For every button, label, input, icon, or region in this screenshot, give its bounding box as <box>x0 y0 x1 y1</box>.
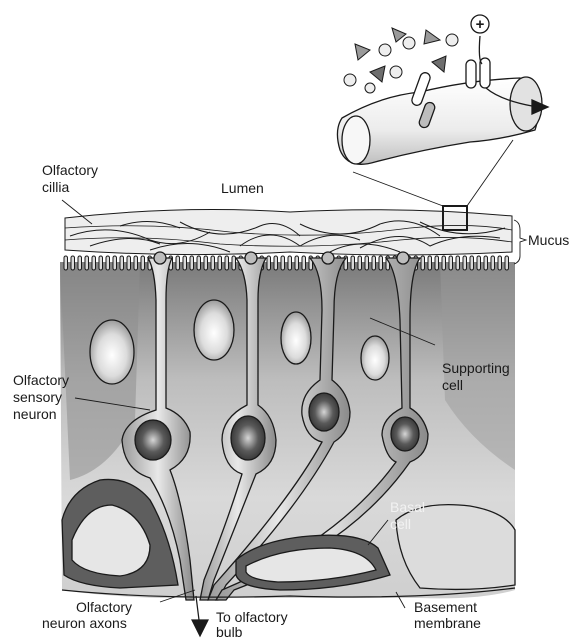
microvillus <box>477 256 481 270</box>
microvillus <box>225 256 229 270</box>
label-olfactory-cilia: Olfactory cillia <box>42 162 102 195</box>
label-to-olfactory-bulb: To olfactory bulb <box>216 609 291 640</box>
down-arrow-icon <box>192 620 208 636</box>
microvillus <box>449 256 453 270</box>
microvillus <box>267 256 271 270</box>
microvillus <box>484 256 488 270</box>
microvillus <box>120 256 124 270</box>
microvillus <box>288 256 292 270</box>
microvillus <box>456 256 460 270</box>
svg-text:+: + <box>476 16 485 33</box>
microvillus <box>204 256 208 270</box>
supporting-cell-nucleus <box>281 312 311 364</box>
cilium-closeup <box>337 36 548 164</box>
microvillus <box>218 256 222 270</box>
microvillus <box>295 256 299 270</box>
neuron-nucleus <box>231 416 265 460</box>
label-mucus: Mucus <box>528 232 569 248</box>
microvillus <box>281 256 285 270</box>
microvillus <box>232 256 236 270</box>
label-basement-membrane: Basement membrane <box>414 599 481 631</box>
microvillus <box>141 256 145 270</box>
microvillus <box>78 256 82 270</box>
microvillus <box>498 256 502 270</box>
microvillus <box>85 256 89 270</box>
supporting-cell-nucleus <box>361 336 389 380</box>
microvillus <box>365 256 369 270</box>
microvillus <box>92 256 96 270</box>
microvillus <box>463 256 467 270</box>
microvillus <box>176 256 180 270</box>
microvillus <box>372 256 376 270</box>
microvillus <box>442 256 446 270</box>
supporting-cell-nucleus <box>194 300 234 360</box>
microvillus <box>491 256 495 270</box>
axon-bundle <box>192 596 208 636</box>
microvillus <box>302 256 306 270</box>
microvillus <box>106 256 110 270</box>
microvillus <box>358 256 362 270</box>
microvillus <box>351 256 355 270</box>
cation-icon: + <box>471 15 489 33</box>
microvillus <box>134 256 138 270</box>
microvillus <box>71 256 75 270</box>
microvillus <box>190 256 194 270</box>
microvillus <box>197 256 201 270</box>
microvillus <box>435 256 439 270</box>
microvillus <box>421 256 425 270</box>
mucus-layer <box>65 210 512 255</box>
neuron-nucleus <box>309 393 339 431</box>
supporting-cell-nucleus <box>90 320 134 384</box>
neuron-nucleus <box>391 417 419 451</box>
ion-channel <box>466 60 476 88</box>
microvillus <box>127 256 131 270</box>
label-lumen: Lumen <box>221 180 264 196</box>
microvillus <box>211 256 215 270</box>
microvillus <box>113 256 117 270</box>
neuron-nucleus <box>135 420 171 460</box>
microvillus <box>505 256 509 270</box>
microvillus <box>183 256 187 270</box>
microvillus <box>428 256 432 270</box>
microvillus <box>99 256 103 270</box>
microvillus <box>64 256 68 270</box>
label-olfactory-neuron-axons: Olfactory neuron axons <box>42 599 136 631</box>
microvillus <box>470 256 474 270</box>
odorant-molecules <box>344 28 458 93</box>
microvillus <box>379 256 383 270</box>
microvillus <box>274 256 278 270</box>
